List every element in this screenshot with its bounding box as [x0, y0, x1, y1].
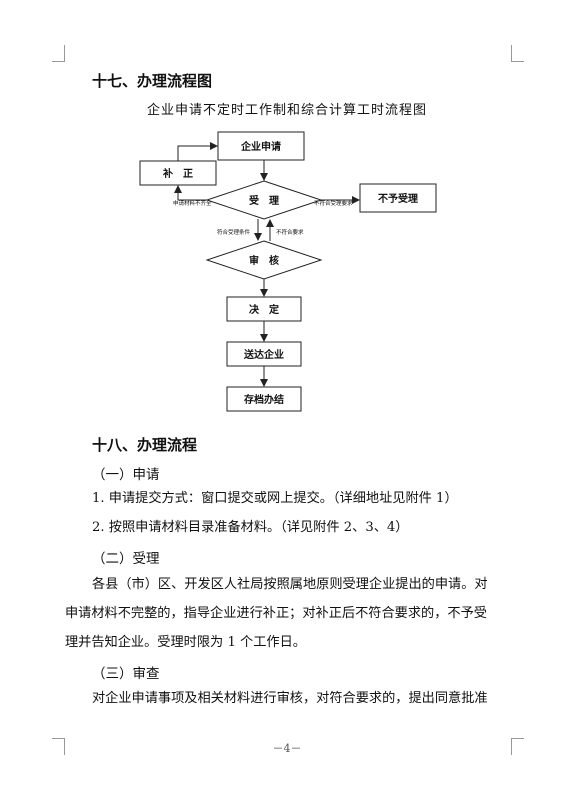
- edge-label-incomplete: 申请材料不齐全: [173, 199, 212, 207]
- node-decide-label: 决 定: [249, 303, 279, 316]
- node-deliver-label: 送达企业: [243, 348, 284, 361]
- edge-supplement-apply: [177, 142, 218, 161]
- crop-mark-bottom-left: [52, 738, 65, 755]
- sub3-heading: （三）审查: [92, 666, 160, 682]
- edge-label-not-meet: 不符合要求: [276, 228, 304, 236]
- sub1-line2: 2. 按照申请材料目录准备材料。（详见附件 2、3、4）: [92, 520, 409, 535]
- sub2-para-line3: 理并告知企业。受理时限为 1 个工作日。: [65, 635, 306, 650]
- page-number: －4－: [272, 742, 302, 755]
- sub2-heading: （二）受理: [92, 551, 160, 567]
- flowchart: 企业申请 补 正 受 理 不予受理 审 核 决 定 送达企业 存档办结 申请材料…: [139, 131, 437, 412]
- node-review-label: 审 核: [249, 254, 279, 267]
- sub1-heading: （一）申请: [92, 467, 160, 483]
- node-archive: [226, 386, 302, 412]
- node-reject: [359, 183, 437, 213]
- edge-accept-supplement: [174, 185, 207, 201]
- section-17-heading: 十七、办理流程图: [92, 72, 213, 90]
- section-18-heading: 十八、办理流程: [92, 436, 198, 454]
- sub3-para-line1: 对企业申请事项及相关材料进行审核，对符合要求的，提出同意批准: [92, 691, 488, 706]
- node-accept-label: 受 理: [249, 194, 279, 207]
- sub1-line1: 1. 申请提交方式：窗口提交或网上提交。（详细地址见附件 1）: [92, 491, 458, 506]
- flowchart-title: 企业申请不定时工作制和综合计算工时流程图: [146, 103, 427, 118]
- crop-mark-bottom-right: [511, 738, 524, 755]
- node-archive-label: 存档办结: [244, 393, 284, 406]
- node-apply-label: 企业申请: [240, 140, 281, 153]
- crop-mark-top-left: [52, 45, 65, 62]
- crop-mark-top-right: [511, 45, 524, 62]
- edge-label-not-meet-accept: 不符合受理要求: [314, 199, 353, 207]
- edge-label-meet-accept: 符合受理条件: [217, 228, 251, 236]
- node-accept: [205, 180, 323, 220]
- sub2-para-line2: 申请材料不完整的，指导企业进行补正；对补正后不符合要求的，不予受: [65, 606, 487, 621]
- node-reject-label: 不予受理: [378, 192, 418, 205]
- node-decide: [226, 296, 302, 322]
- node-deliver: [226, 341, 302, 367]
- sub2-para-line1: 各县（市）区、开发区人社局按照属地原则受理企业提出的申请。对: [92, 577, 488, 592]
- node-supplement-label: 补 正: [162, 167, 193, 180]
- node-apply: [217, 131, 305, 161]
